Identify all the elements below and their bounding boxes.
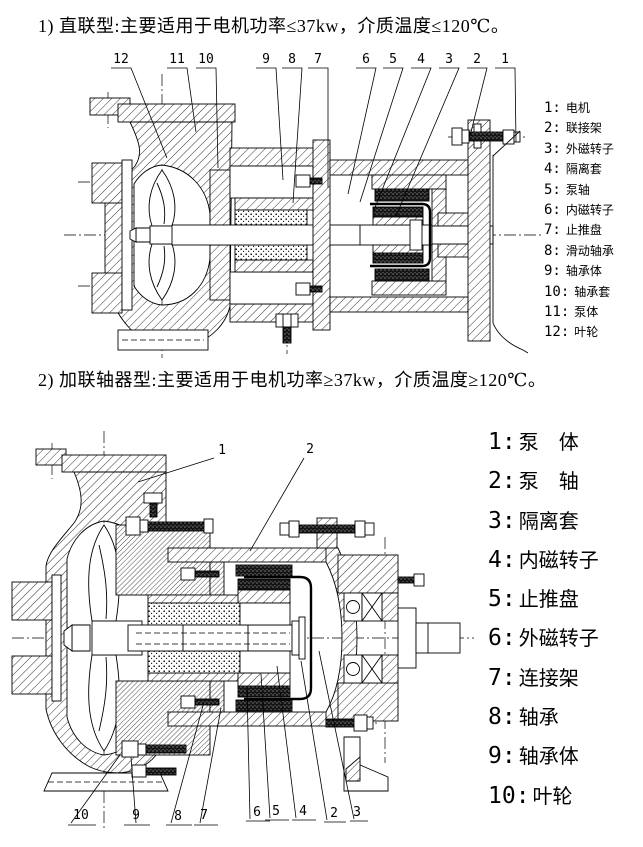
legend-item: 6:内磁转子 bbox=[544, 201, 614, 218]
impeller bbox=[63, 524, 143, 752]
callout-label: 9 bbox=[132, 808, 140, 823]
legend-item: 1:电机 bbox=[544, 100, 590, 116]
callout-label: 4 bbox=[417, 52, 425, 67]
callout-label: 10 bbox=[198, 52, 214, 67]
legend-item: 9:轴承体 bbox=[544, 263, 602, 280]
legend-item: 2:泵 轴 bbox=[488, 468, 579, 495]
direct-drive-pump-diagram: 12 11 10 9 8 7 6 5 4 3 2 1 bbox=[64, 52, 542, 358]
callout-label: 8 bbox=[174, 809, 182, 824]
legend-item: 4:内磁转子 bbox=[488, 546, 599, 573]
callout-label: 10 bbox=[73, 808, 89, 823]
section1-title: 1) 直联型:主要适用于电机功率≤37kw，介质温度≤120℃。 bbox=[38, 16, 510, 36]
output-shaft bbox=[397, 607, 461, 669]
callout-label: 6 bbox=[362, 52, 370, 67]
coupled-pump-diagram: 1 2 10 9 8 7 6 5 4 2 3 bbox=[11, 431, 474, 829]
legend-item: 12:叶轮 bbox=[544, 324, 599, 341]
pump-volute bbox=[89, 97, 236, 351]
legend-item: 2:联接架 bbox=[544, 120, 602, 137]
legend-item: 8:轴承 bbox=[488, 704, 559, 731]
motor-flange bbox=[431, 119, 521, 342]
callout-label: 2 bbox=[306, 442, 314, 457]
legend-item: 3:隔离套 bbox=[488, 507, 579, 534]
legend-item: 7:连接架 bbox=[488, 664, 579, 691]
callout-label: 2 bbox=[330, 806, 338, 821]
motor-outline bbox=[492, 130, 529, 354]
diagram1-legend: 1:电机 2:联接架 3:外磁转子 4:隔离套 5:泵轴 6:内磁转子 7:止推… bbox=[544, 99, 614, 344]
legend-item: 4:隔离套 bbox=[544, 161, 602, 178]
callout-leaders bbox=[111, 67, 517, 217]
legend-item: 1:泵 体 bbox=[488, 429, 579, 455]
legend-item: 9:轴承体 bbox=[488, 743, 579, 770]
callout-label: 5 bbox=[272, 804, 280, 819]
callout-label: 6 bbox=[253, 805, 261, 820]
callout-label: 3 bbox=[353, 805, 361, 820]
callout-label: 5 bbox=[389, 52, 397, 67]
callout-labels: 12 11 10 9 8 7 6 5 4 3 2 1 bbox=[113, 52, 509, 67]
diagram2-legend: 1:泵 体 2:泵 轴 3:隔离套 4:内磁转子 5:止推盘 6:外磁转子 7:… bbox=[488, 426, 599, 819]
callout-label: 2 bbox=[473, 52, 481, 67]
legend-item: 7:止推盘 bbox=[544, 222, 602, 239]
callout-label: 1 bbox=[218, 443, 226, 458]
callout-labels: 1 2 10 9 8 7 6 5 4 2 3 bbox=[73, 442, 361, 824]
callout-label: 3 bbox=[445, 52, 453, 67]
bearing-housing bbox=[279, 517, 425, 792]
callout-label: 7 bbox=[314, 52, 322, 67]
callout-label: 9 bbox=[262, 52, 270, 67]
legend-item: 5:止推盘 bbox=[488, 586, 579, 613]
callout-leaders bbox=[68, 457, 368, 826]
legend-item: 11:泵体 bbox=[544, 303, 599, 320]
legend-item: 6:外磁转子 bbox=[488, 625, 599, 652]
pump-shaft bbox=[127, 624, 299, 652]
legend-item: 10:叶轮 bbox=[488, 782, 573, 809]
legend-item: 3:外磁转子 bbox=[544, 140, 614, 157]
connecting-frame bbox=[275, 159, 469, 344]
callout-label: 8 bbox=[288, 52, 296, 67]
legend-item: 5:泵轴 bbox=[544, 181, 590, 198]
legend-item: 8:滑动轴承 bbox=[544, 242, 614, 259]
callout-label: 1 bbox=[501, 52, 509, 67]
pump-shaft bbox=[171, 224, 433, 246]
callout-label: 11 bbox=[169, 52, 185, 67]
casing-cover bbox=[295, 139, 331, 331]
legend-item: 10:轴承套 bbox=[544, 283, 611, 300]
callout-label: 12 bbox=[113, 52, 129, 67]
callout-label: 7 bbox=[200, 808, 208, 823]
section2-title: 2) 加联轴器型:主要适用于电机功率≥37kw，介质温度≥120℃。 bbox=[38, 370, 547, 390]
callout-label: 4 bbox=[299, 804, 307, 819]
